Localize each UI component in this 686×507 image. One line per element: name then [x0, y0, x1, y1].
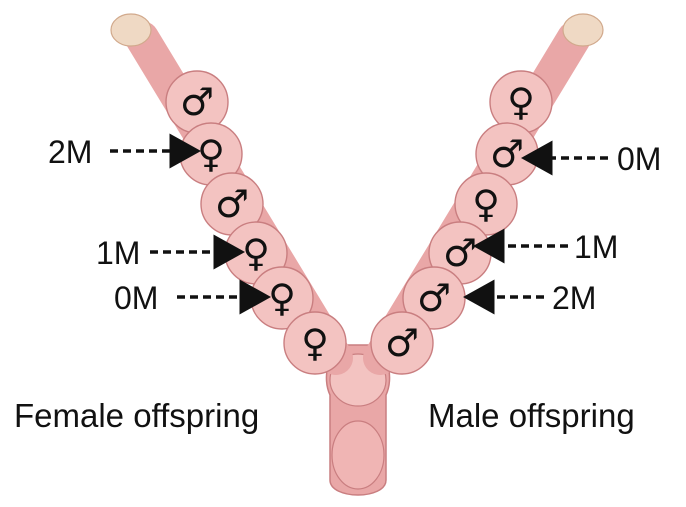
- female-symbol-icon: ♀: [301, 321, 329, 365]
- male-symbol-icon: ♂: [180, 80, 214, 124]
- left-horn-caption: Female offspring: [14, 397, 259, 434]
- left-ovary: [111, 14, 151, 46]
- left-annotation-label: 2M: [48, 134, 92, 170]
- right-annotation-label: 0M: [617, 141, 661, 177]
- male-symbol-icon: ♂: [443, 231, 477, 275]
- right-horn-caption: Male offspring: [428, 397, 635, 434]
- male-symbol-icon: ♂: [215, 182, 249, 226]
- male-symbol-icon: ♂: [417, 276, 451, 320]
- female-symbol-icon: ♀: [472, 182, 500, 226]
- female-symbol-icon: ♀: [242, 231, 270, 275]
- female-symbol-icon: ♀: [197, 132, 225, 176]
- position-annotations: 2M 1M 0M 0M 1M 2M: [48, 134, 661, 316]
- male-symbol-icon: ♂: [385, 321, 419, 365]
- right-annotation-label: 2M: [552, 280, 596, 316]
- right-ovary: [563, 14, 603, 46]
- right-annotation-label: 1M: [574, 229, 618, 265]
- left-annotation-label: 1M: [96, 235, 140, 271]
- female-symbol-icon: ♀: [507, 80, 535, 124]
- left-annotation-label: 0M: [114, 280, 158, 316]
- female-symbol-icon: ♀: [268, 276, 296, 320]
- male-symbol-icon: ♂: [490, 132, 524, 176]
